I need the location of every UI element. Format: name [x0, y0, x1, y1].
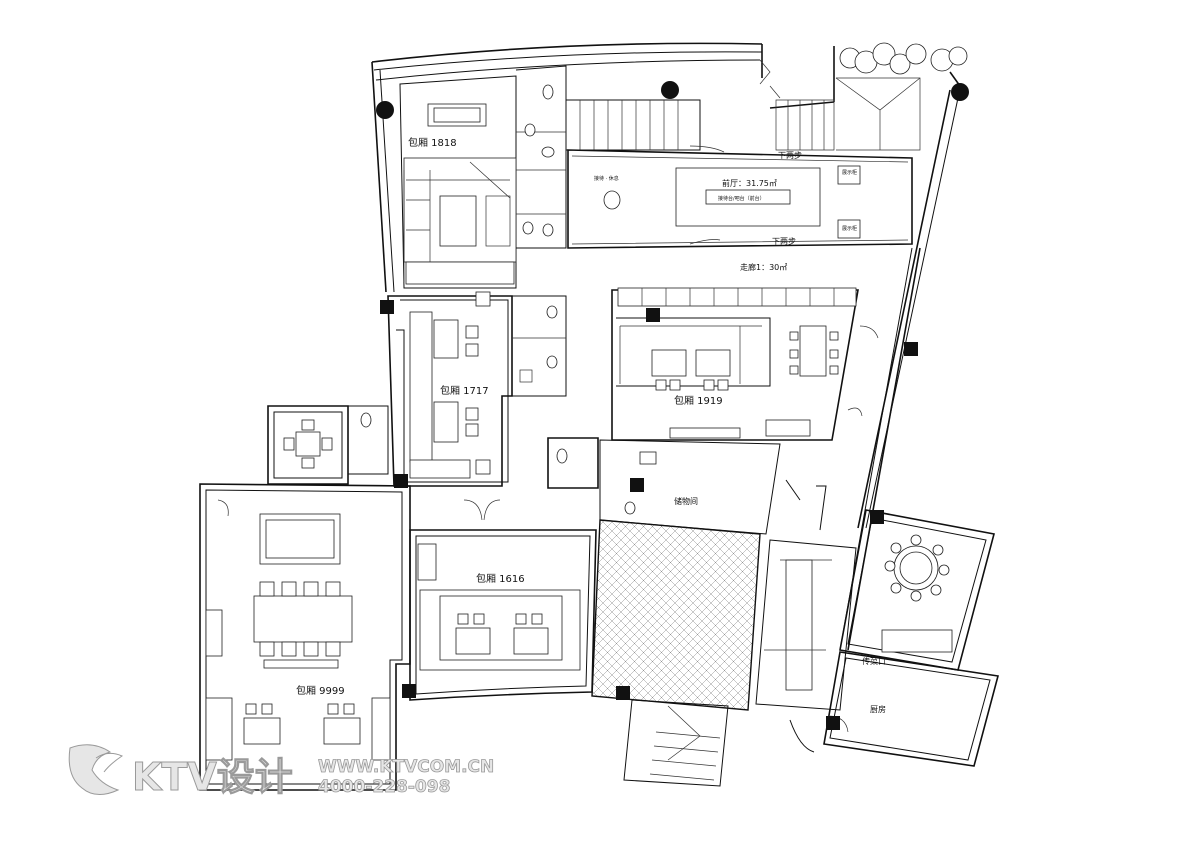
lobby-plan	[567, 145, 913, 249]
label-kitchen: 厨房	[870, 704, 886, 714]
label-room-9999: 包厢 9999	[296, 684, 345, 697]
label-storage: 储物间	[674, 496, 698, 506]
watermark-logo-icon	[68, 744, 124, 795]
watermark-url: WWW.KTVCOM.CN	[318, 757, 494, 777]
stairs-top	[566, 59, 921, 151]
wc-block-1717	[512, 295, 567, 397]
label-lobby-left: 接待 · 休息	[594, 175, 619, 182]
label-room-1919: 包厢 1919	[674, 394, 723, 407]
label-corridor: 走廊1：30㎡	[740, 262, 787, 272]
room-1818-plan	[399, 75, 517, 289]
label-display-2: 展示柜	[842, 225, 857, 232]
corridor-counters	[755, 479, 857, 711]
structural-columns	[376, 81, 969, 730]
label-display-1: 展示柜	[842, 169, 857, 176]
label-room-1717: 包厢 1717	[440, 384, 489, 397]
watermark-brand: KTV设计	[132, 755, 293, 799]
watermark-phone: 4000-228-098	[318, 777, 450, 797]
kitchen-plan	[823, 651, 1000, 767]
wc-block-top	[515, 65, 567, 249]
room-1919-plan	[611, 287, 879, 441]
room-9999-plan	[199, 483, 411, 791]
mahjong-room	[267, 405, 389, 485]
dining-room	[839, 509, 995, 671]
tiled-void	[591, 519, 761, 711]
label-steps-top: 下两步	[778, 151, 802, 160]
planting-top-right	[839, 42, 968, 75]
room-1616-plan	[409, 499, 597, 701]
watermark: KTV设计 WWW.KTVCOM.CN 4000-228-098	[68, 744, 495, 800]
label-steps-bottom: 下两步	[772, 237, 796, 246]
label-room-1616: 包厢 1616	[476, 572, 525, 585]
label-lobby: 前厅：31.75㎡	[722, 178, 777, 188]
label-serving-window: 传菜口	[862, 656, 886, 666]
storage-wc	[547, 437, 781, 535]
label-room-1818: 包厢 1818	[408, 136, 457, 149]
room-1717-plan	[387, 291, 513, 487]
label-lobby-desk: 接待台/吧台（前台）	[718, 195, 765, 202]
stairs-bottom	[623, 699, 815, 787]
